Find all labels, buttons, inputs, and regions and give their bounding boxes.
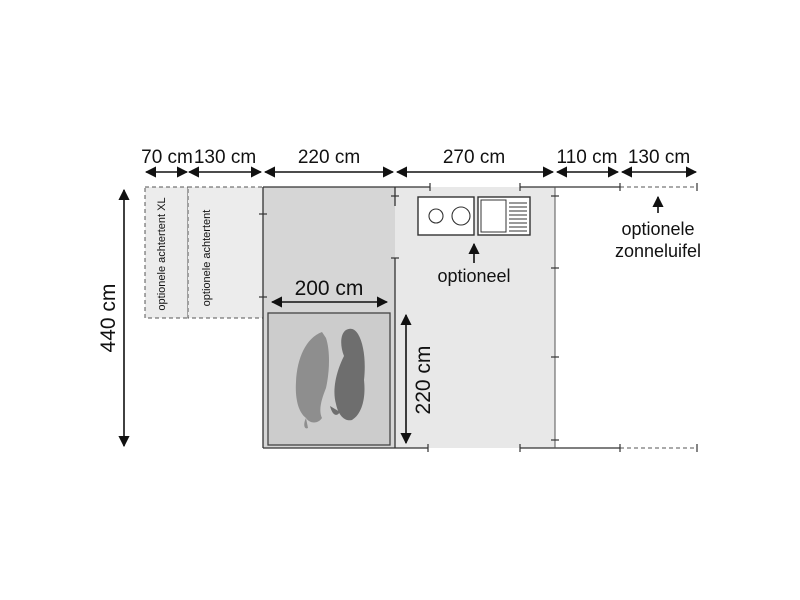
dim-label-440: 440 cm (97, 284, 120, 353)
bed (267, 312, 391, 446)
annex-label: optionele achtertent (201, 210, 213, 307)
dim-label-bed-height: 220 cm (412, 346, 435, 415)
stove-icon (417, 196, 475, 236)
dim-label-270: 270 cm (443, 147, 505, 168)
awning-label-line2: zonneluifel (615, 241, 701, 261)
kitchen-label: optioneel (437, 266, 510, 286)
dim-label-130a: 130 cm (194, 147, 256, 168)
annex-xl-area (144, 186, 189, 319)
dim-label-bed-width: 200 cm (295, 277, 364, 300)
kitchen-unit (417, 196, 531, 236)
annex-xl-label: optionele achtertent XL (156, 197, 168, 310)
annex-area (187, 186, 264, 319)
sleeping-person-icon (295, 328, 365, 429)
dim-label-70: 70 cm (141, 147, 193, 168)
awning-label-line1: optionele (621, 219, 694, 239)
dim-label-220: 220 cm (298, 147, 360, 168)
dim-label-110: 110 cm (557, 147, 618, 168)
dim-label-130b: 130 cm (628, 147, 690, 168)
